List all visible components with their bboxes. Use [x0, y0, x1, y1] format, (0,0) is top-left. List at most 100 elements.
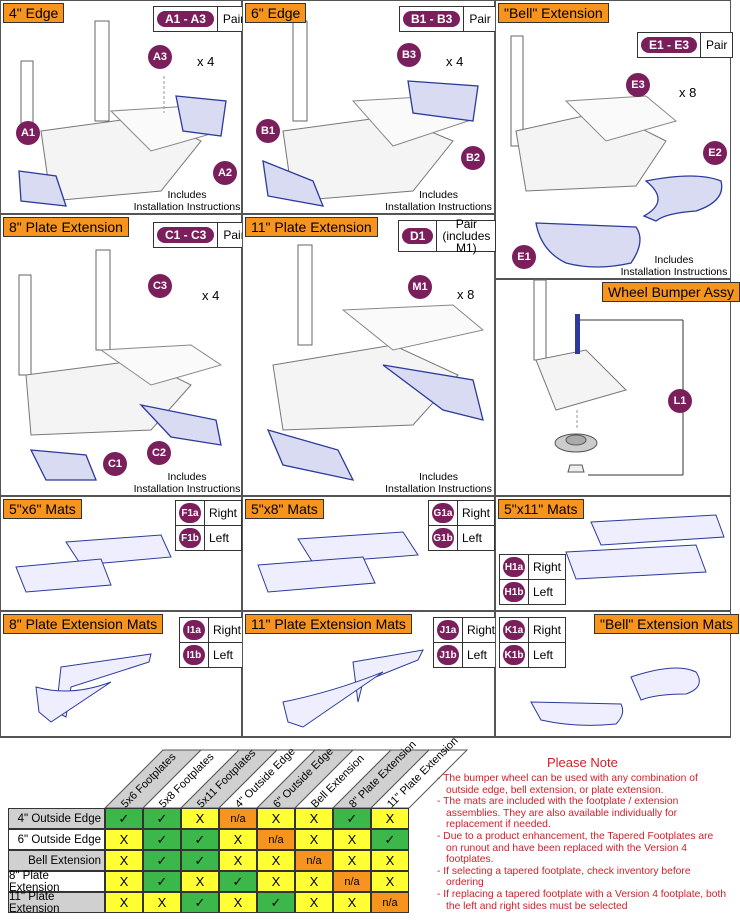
footplate-drawing: [510, 35, 723, 268]
table-cell: X: [257, 850, 295, 871]
row-header: 11" Plate Extension: [8, 891, 105, 915]
table-cell: n/a: [257, 829, 295, 850]
table-cell: X: [333, 829, 371, 850]
right-label: Right: [204, 501, 241, 525]
table-cell: ✓: [257, 892, 295, 913]
pair-label: Pair (includes M1): [436, 218, 495, 254]
table-cell: ✓: [105, 808, 143, 829]
part-callout-a2: A2: [213, 161, 237, 185]
panel-title: Wheel Bumper Assy: [602, 282, 740, 302]
table-cell: X: [105, 871, 143, 892]
table-cell: ✓: [181, 892, 219, 913]
table-cell: ✓: [143, 871, 181, 892]
row-header: 8" Plate Extension: [8, 870, 105, 894]
footplate-drawing: [262, 20, 479, 207]
part-callout-right: I1a: [183, 620, 205, 640]
part-callout-b2: B2: [461, 146, 485, 170]
part-range-badge: B1 - B3 Pair: [399, 6, 497, 32]
table-cell: n/a: [333, 871, 371, 892]
table-cell: X: [371, 871, 409, 892]
left-label: Left: [208, 643, 237, 667]
left-label: Left: [462, 643, 491, 667]
part-callout-right: J1a: [437, 620, 459, 640]
table-cell: n/a: [219, 808, 257, 829]
table-cell: X: [295, 808, 333, 829]
note-item: - If selecting a tapered footplate, chec…: [437, 865, 691, 889]
panel-title: 8" Plate Extension: [3, 217, 129, 237]
mats-drawing: [35, 653, 152, 723]
part-callout-left: K1b: [503, 645, 525, 665]
part-callout-l1: L1: [668, 389, 692, 413]
includes-note: Includes Installation Instructions: [133, 471, 241, 495]
part-callout-a1: A1: [16, 121, 40, 145]
includes-note: Includes Installation Instructions: [385, 189, 492, 213]
table-cell: n/a: [371, 892, 409, 913]
part-callout-left: F1b: [179, 528, 201, 548]
table-cell: ✓: [143, 808, 181, 829]
mats-title: 11" Plate Extension Mats: [245, 614, 412, 634]
table-cell: ✓: [219, 871, 257, 892]
panel-bell-extension: "Bell" Extension E1 - E3 Pair E3 x 8 E2 …: [495, 0, 734, 279]
table-cell: X: [181, 871, 219, 892]
table-cell: ✓: [371, 829, 409, 850]
screw-qty: x 4: [202, 288, 220, 303]
part-callout-e1: E1: [512, 245, 536, 269]
mats-title: 5"x8" Mats: [245, 499, 324, 519]
part-callout-left: H1b: [503, 582, 525, 602]
screw-callout: C3: [148, 274, 172, 298]
table-cell: X: [105, 829, 143, 850]
mats-drawing: [530, 667, 700, 726]
right-label: Right: [528, 555, 565, 579]
panel-8in-plate-extension: 8" Plate Extension C1 - C3 Pair C3 x 4 C…: [0, 214, 251, 496]
left-label: Left: [528, 643, 557, 667]
row-header: 4" Outside Edge: [8, 808, 105, 829]
screw-qty: x 4: [197, 54, 215, 69]
part-range-pill: A1 - A3: [157, 11, 214, 27]
screw-qty: x 8: [679, 85, 697, 100]
pair-label: Pair: [217, 223, 249, 247]
footplate-drawing: [18, 249, 223, 481]
mats-title: "Bell" Extension Mats: [594, 614, 739, 634]
pair-label: Pair: [216, 7, 249, 31]
screw-qty: x 8: [457, 287, 475, 302]
table-cell: ✓: [333, 808, 371, 829]
part-range-pill: C1 - C3: [157, 227, 215, 243]
part-callout-left: I1b: [183, 645, 205, 665]
right-label: Right: [208, 618, 245, 642]
screw-callout: M1: [408, 275, 432, 299]
note-list: - The bumper wheel can be used with any …: [437, 773, 727, 912]
row-header: Bell Extension: [8, 850, 105, 871]
table-cell: X: [371, 808, 409, 829]
note-item: - If replacing a tapered footplate with …: [437, 888, 727, 912]
table-cell: X: [333, 892, 371, 913]
table-cell: X: [295, 829, 333, 850]
part-range-badge: D1 Pair (includes M1): [398, 218, 497, 254]
panel-title: 6" Edge: [245, 3, 307, 23]
table-cell: ✓: [181, 850, 219, 871]
right-label: Right: [528, 618, 565, 642]
table-cell: X: [295, 892, 333, 913]
left-label: Left: [457, 526, 486, 550]
right-label: Right: [462, 618, 499, 642]
panel-title: "Bell" Extension: [498, 3, 609, 23]
part-range-badge: C1 - C3 Pair: [153, 222, 251, 248]
footplate-drawing: [266, 244, 485, 481]
footplate-drawing: [18, 20, 227, 207]
column-header-bands: [103, 749, 469, 809]
includes-note: Includes Installation Instructions: [620, 254, 728, 278]
part-range-pill: B1 - B3: [403, 11, 461, 27]
panel-6in-edge: 6" Edge B1 - B3 Pair B3 x 4 B1 B2 Includ…: [242, 0, 497, 214]
table-cell: X: [333, 850, 371, 871]
mats-drawing: [15, 534, 172, 593]
part-callout-right: K1a: [503, 620, 525, 640]
panel-title: 11" Plate Extension: [245, 217, 378, 237]
